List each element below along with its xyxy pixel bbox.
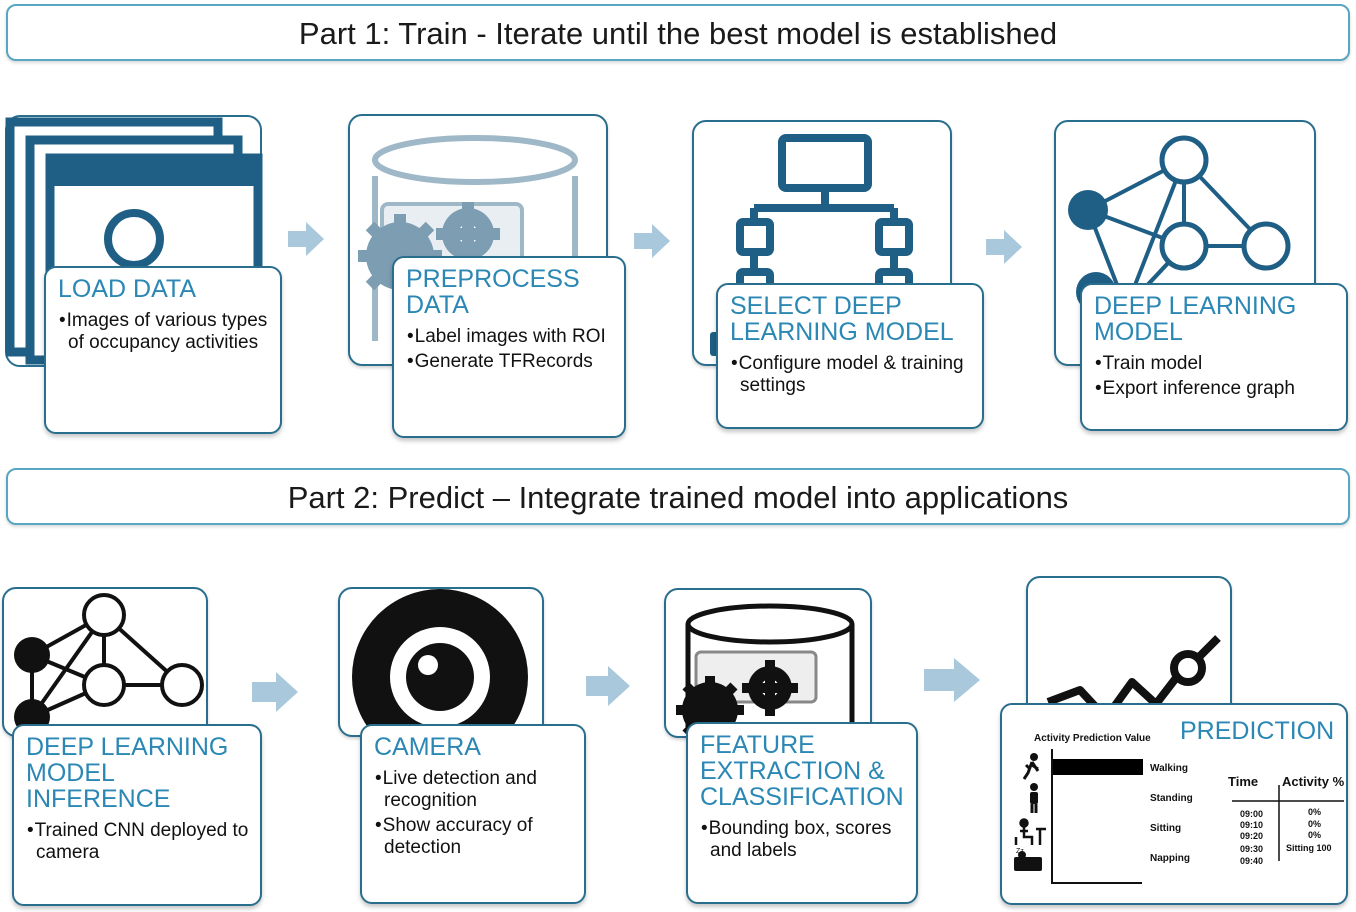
prediction-picture bbox=[1026, 576, 1232, 726]
inference-card: DEEP LEARNING MODEL INFERENCE Trained CN… bbox=[12, 724, 262, 906]
right-arrow-icon bbox=[986, 230, 1022, 264]
camera-title: CAMERA bbox=[374, 733, 481, 761]
neural-network-icon bbox=[14, 593, 204, 735]
feature-card: FEATURE EXTRACTION & CLASSIFICATION Boun… bbox=[686, 722, 918, 904]
feature-picture bbox=[664, 588, 872, 738]
activity-label: Standing bbox=[1150, 793, 1193, 804]
bullet: Configure model & training settings bbox=[730, 353, 972, 397]
load-data-card: LOAD DATA Images of various types of occ… bbox=[44, 266, 282, 434]
prediction-card: PREDICTION Activity Prediction Value Zz bbox=[1000, 703, 1348, 905]
time-cell: 09:30 bbox=[1240, 844, 1264, 854]
right-arrow-icon bbox=[288, 222, 324, 256]
sitting-person-icon bbox=[1014, 818, 1046, 845]
walking-person-icon bbox=[1022, 753, 1040, 780]
bullet: Show accuracy of detection bbox=[374, 815, 574, 859]
percent-cell: 0% bbox=[1308, 807, 1322, 817]
bullet: Export inference graph bbox=[1094, 378, 1336, 400]
select-model-title: SELECT DEEP LEARNING MODEL bbox=[730, 292, 954, 346]
preprocess-title: PREPROCESS DATA bbox=[406, 265, 580, 319]
table-header-time: Time bbox=[1228, 774, 1259, 789]
activity-bar bbox=[1053, 759, 1143, 775]
sitting-value-cell: Sitting 100 bbox=[1286, 843, 1332, 853]
camera-bullets: Live detection and recognition Show accu… bbox=[374, 768, 574, 859]
bullet: Images of various types of occupancy act… bbox=[58, 310, 270, 354]
part1-banner: Part 1: Train - Iterate until the best m… bbox=[6, 4, 1350, 61]
chart-title: Activity Prediction Value bbox=[1034, 733, 1151, 744]
feature-bullets: Bounding box, scores and labels bbox=[700, 818, 906, 862]
dl-model-title: DEEP LEARNING MODEL bbox=[1094, 292, 1297, 346]
activity-label: Napping bbox=[1150, 853, 1190, 864]
right-arrow-icon bbox=[252, 672, 298, 712]
camera-card: CAMERA Live detection and recognition Sh… bbox=[360, 724, 586, 904]
part2-banner: Part 2: Predict – Integrate trained mode… bbox=[6, 468, 1350, 525]
right-arrow-icon bbox=[634, 224, 670, 258]
hierarchy-icon bbox=[710, 134, 913, 356]
inference-picture bbox=[2, 587, 208, 737]
right-arrow-icon bbox=[586, 666, 630, 706]
feature-title: FEATURE EXTRACTION & CLASSIFICATION bbox=[700, 731, 904, 811]
time-cell: 09:20 bbox=[1240, 831, 1264, 841]
camera-picture bbox=[338, 587, 544, 737]
preprocess-bullets: Label images with ROI Generate TFRecords bbox=[406, 326, 614, 373]
load-data-bullets: Images of various types of occupancy act… bbox=[58, 310, 270, 354]
bullet: Bounding box, scores and labels bbox=[700, 818, 906, 862]
load-data-title: LOAD DATA bbox=[58, 275, 196, 303]
bullet: Train model bbox=[1094, 353, 1336, 375]
time-cell: 09:40 bbox=[1240, 856, 1264, 866]
trend-line-icon bbox=[1046, 635, 1221, 722]
bullet: Trained CNN deployed to camera bbox=[26, 820, 250, 864]
right-arrow-icon bbox=[924, 658, 980, 702]
inference-bullets: Trained CNN deployed to camera bbox=[26, 820, 250, 864]
bullet: Live detection and recognition bbox=[374, 768, 574, 812]
inference-title: DEEP LEARNING MODEL INFERENCE bbox=[26, 733, 229, 813]
select-model-bullets: Configure model & training settings bbox=[730, 353, 972, 397]
activity-label: Sitting bbox=[1150, 823, 1182, 834]
database-gears-icon bbox=[676, 603, 855, 736]
time-cell: 09:00 bbox=[1240, 809, 1264, 819]
activity-bar-chart: Zz bbox=[1014, 749, 1344, 884]
time-cell: 09:10 bbox=[1240, 820, 1264, 830]
select-model-card: SELECT DEEP LEARNING MODEL Configure mod… bbox=[716, 283, 984, 429]
bullet: Label images with ROI bbox=[406, 326, 614, 348]
dl-model-bullets: Train model Export inference graph bbox=[1094, 353, 1336, 400]
table-header-activity: Activity % bbox=[1282, 774, 1345, 789]
percent-cell: 0% bbox=[1308, 830, 1322, 840]
preprocess-card: PREPROCESS DATA Label images with ROI Ge… bbox=[392, 256, 626, 438]
prediction-title: PREDICTION bbox=[1180, 717, 1335, 745]
percent-cell: 0% bbox=[1308, 819, 1322, 829]
dl-model-card: DEEP LEARNING MODEL Train model Export i… bbox=[1080, 283, 1348, 431]
camera-icon bbox=[352, 589, 528, 735]
napping-person-icon: Zz bbox=[1014, 848, 1042, 871]
activity-label: Walking bbox=[1150, 763, 1188, 774]
standing-person-icon bbox=[1030, 783, 1038, 813]
bullet: Generate TFRecords bbox=[406, 351, 614, 373]
